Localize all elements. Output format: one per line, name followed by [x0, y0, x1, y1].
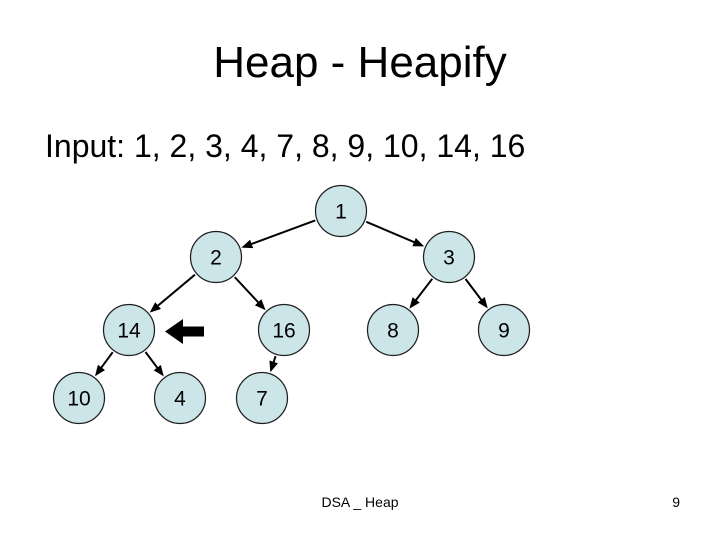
tree-node-10: 10 [52, 371, 106, 425]
tree-node-label: 14 [117, 319, 141, 342]
tree-node-label: 3 [443, 246, 455, 269]
tree-node-label: 9 [498, 319, 510, 342]
tree-node-label: 7 [256, 387, 268, 410]
tree-edge-1-2 [241, 219, 316, 249]
slide-page-number: 9 [672, 494, 680, 510]
tree-edge-3-8 [409, 278, 434, 309]
tree-node-label: 16 [272, 319, 295, 342]
tree-node-circle [422, 230, 476, 284]
tree-edge-16-7 [269, 355, 278, 373]
tree-node-label: 8 [387, 319, 399, 342]
tree-node-circle [153, 371, 207, 425]
tree-node-label: 4 [174, 387, 186, 410]
tree-node-8: 8 [366, 303, 420, 357]
tree-edge-2-16 [234, 276, 266, 311]
slide-title: Heap - Heapify [213, 38, 507, 87]
tree-node-label: 1 [335, 200, 347, 223]
tree-node-2: 2 [189, 230, 243, 284]
tree-node-circle [366, 303, 420, 357]
tree-node-circle [52, 371, 106, 425]
tree-node-circle [235, 371, 289, 425]
input-sequence-text: Input: 1, 2, 3, 4, 7, 8, 9, 10, 14, 16 [45, 128, 526, 164]
tree-node-3: 3 [422, 230, 476, 284]
tree-edge-14-4 [144, 351, 164, 377]
tree-node-circle [314, 184, 368, 238]
tree-node-9: 9 [477, 303, 531, 357]
current-node-pointer-arrow-icon [165, 319, 204, 344]
tree-node-14: 14 [102, 303, 156, 357]
tree-node-1: 1 [314, 184, 368, 238]
tree-node-4: 4 [153, 371, 207, 425]
tree-node-circle [477, 303, 531, 357]
tree-node-label: 10 [67, 387, 90, 410]
tree-edge-2-14 [149, 273, 196, 313]
tree-node-circle [257, 303, 311, 357]
tree-edge-1-3 [365, 220, 425, 247]
tree-node-label: 2 [210, 246, 222, 269]
tree-node-7: 7 [235, 371, 289, 425]
tree-edge-14-10 [94, 351, 114, 377]
tree-node-circle [189, 230, 243, 284]
tree-edge-3-9 [464, 278, 488, 309]
tree-node-16: 16 [257, 303, 311, 357]
footer-course-label: DSA _ Heap [321, 494, 399, 510]
tree-node-circle [102, 303, 156, 357]
